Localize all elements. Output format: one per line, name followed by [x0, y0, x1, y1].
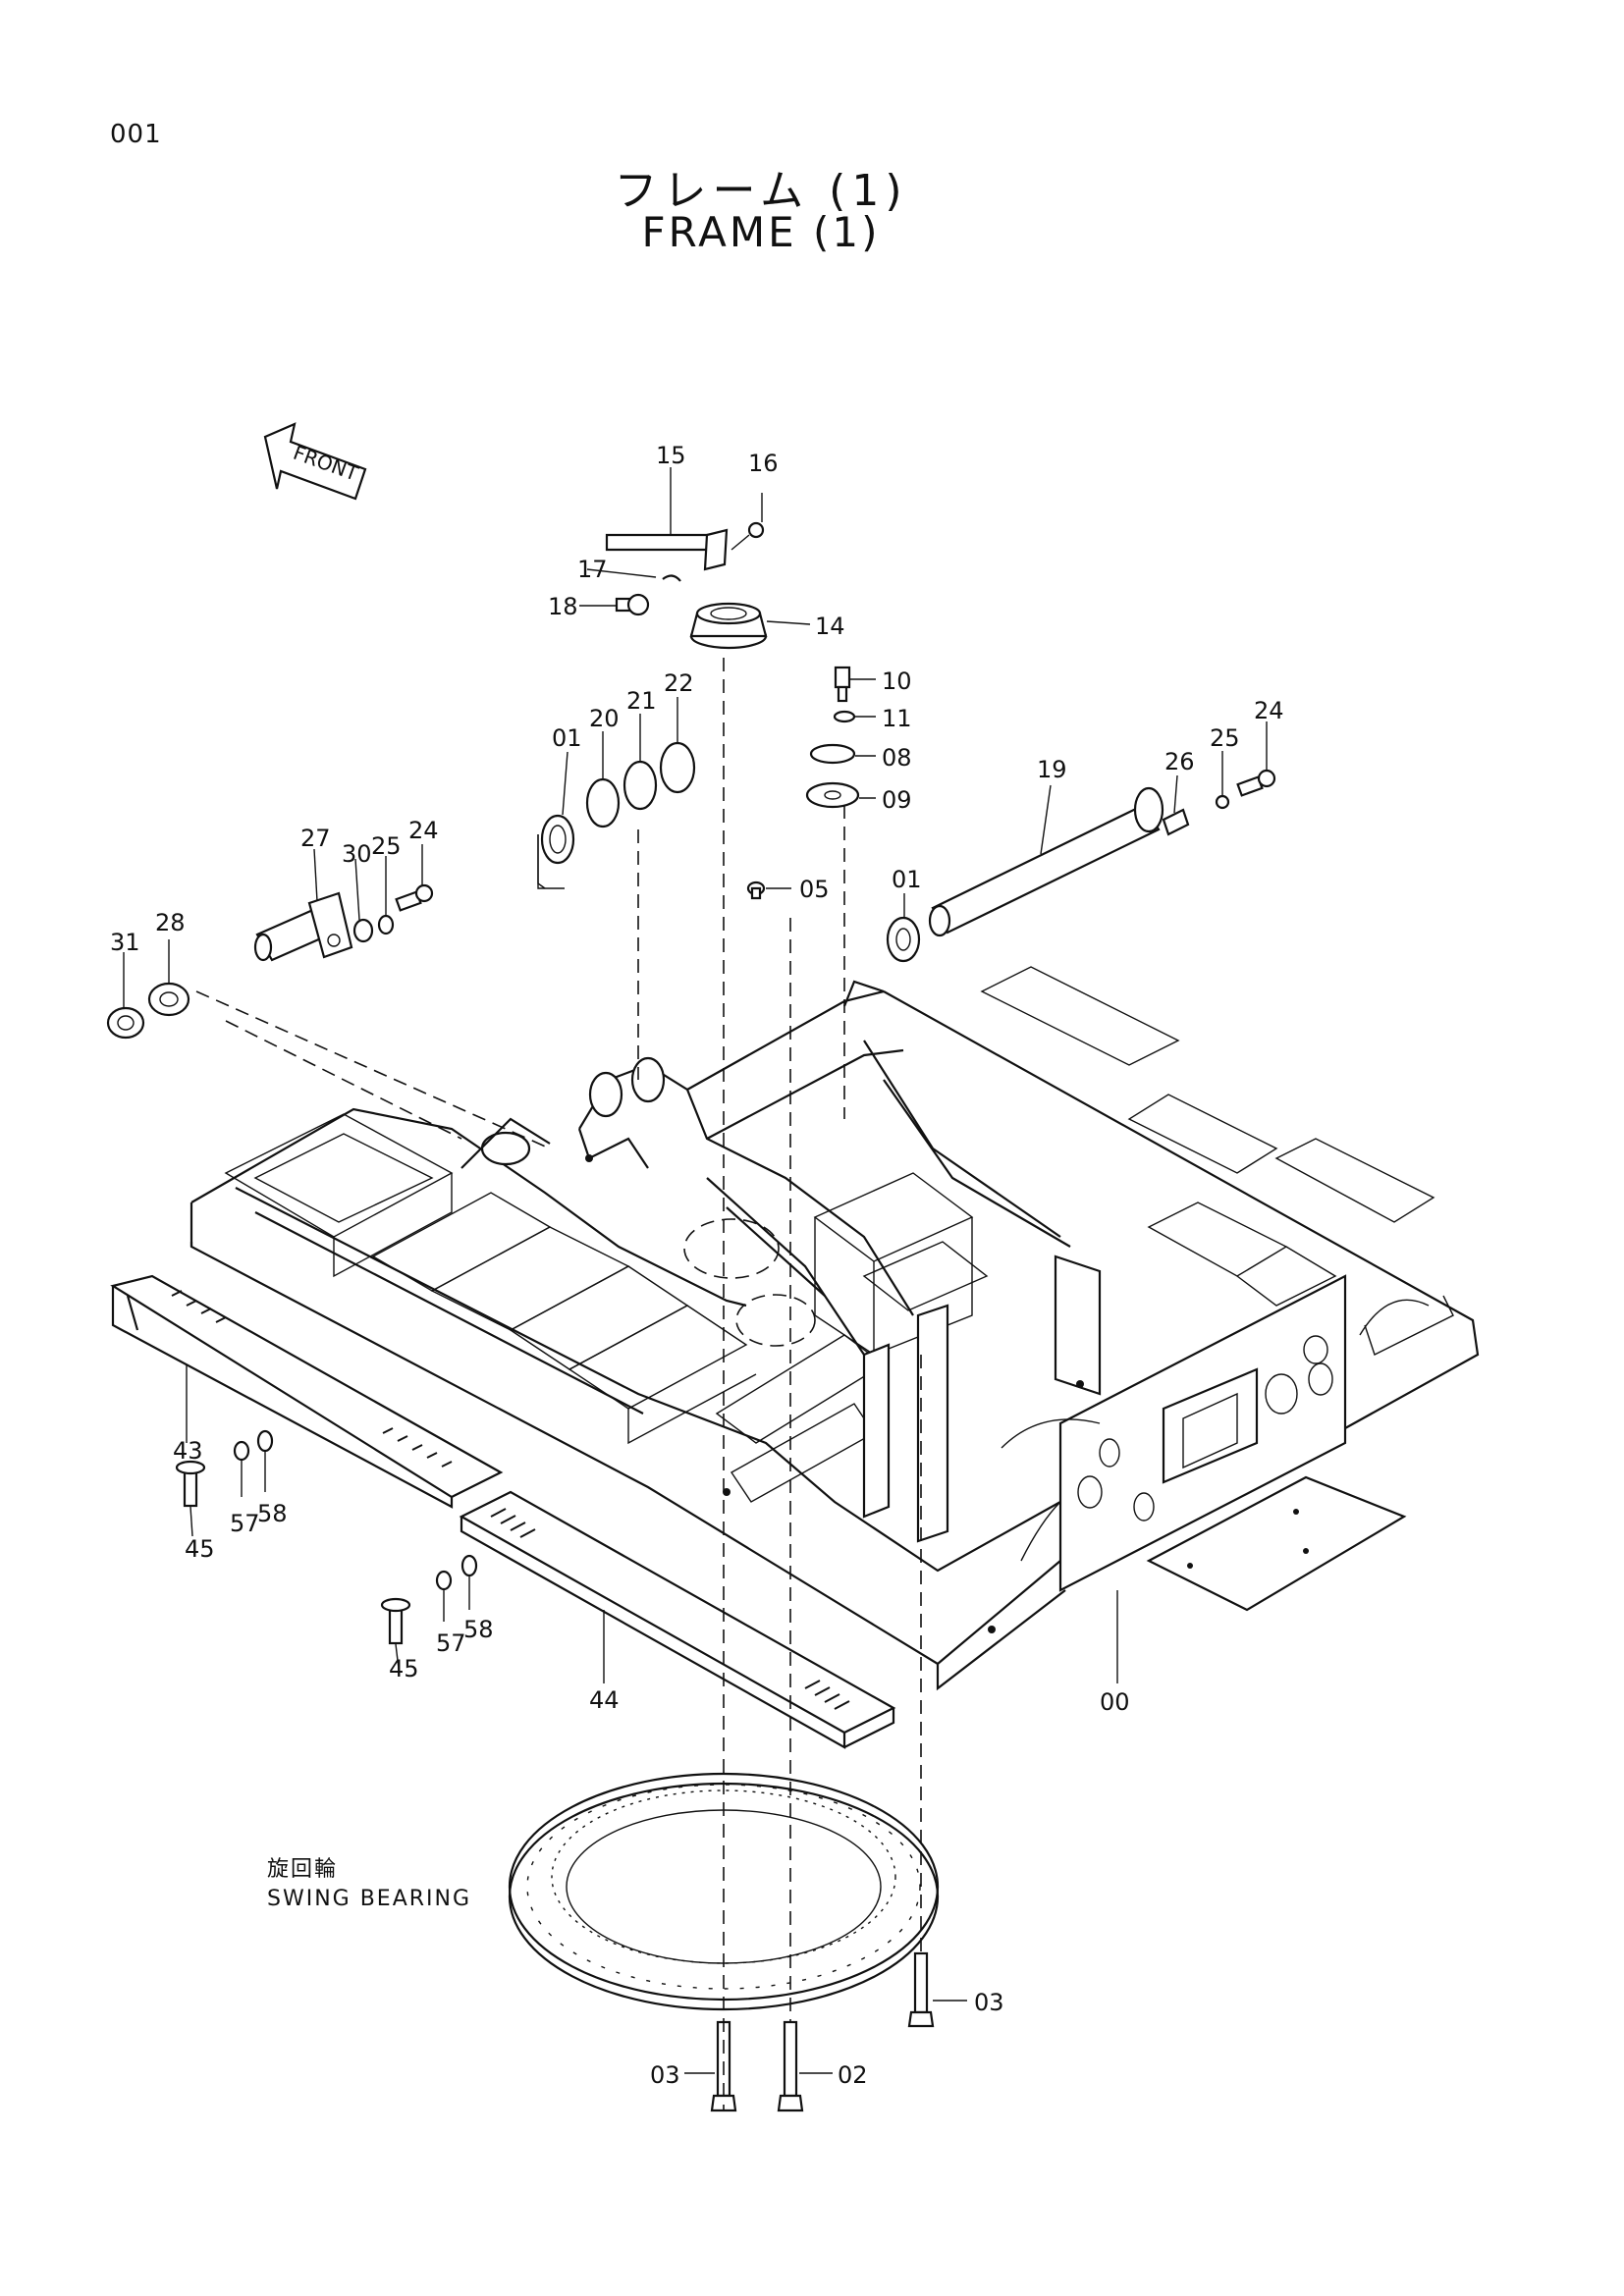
part-19-pin: [928, 786, 1164, 937]
page-title-english: FRAME (1): [641, 208, 881, 256]
label-17: 17: [577, 556, 608, 583]
label-30: 30: [342, 840, 372, 868]
label-57-b: 57: [436, 1629, 466, 1657]
part-01-bushing-left: [537, 814, 575, 889]
part-20-shim: [585, 777, 621, 828]
part-58-washer-a: [256, 1429, 274, 1453]
label-14: 14: [815, 613, 845, 640]
swing-bearing-caption-english: SWING BEARING: [267, 1887, 472, 1911]
part-45-bolt-b: [380, 1597, 411, 1645]
label-03-right: 03: [974, 1989, 1004, 2016]
label-24-left: 24: [408, 817, 439, 844]
bolt-02: [777, 2020, 804, 2112]
label-25-left: 25: [371, 832, 402, 860]
label-16: 16: [748, 450, 779, 477]
part-16-washer: [747, 521, 765, 539]
part-18-bolt: [615, 593, 650, 616]
label-10: 10: [882, 667, 912, 695]
label-01-left: 01: [552, 724, 582, 752]
label-01-right: 01: [892, 866, 922, 893]
part-22-shim: [659, 741, 696, 794]
label-43: 43: [173, 1437, 203, 1465]
page-title-japanese: フレーム (1): [614, 166, 908, 216]
label-00: 00: [1100, 1688, 1130, 1716]
label-31: 31: [110, 929, 140, 956]
label-15: 15: [656, 442, 686, 469]
part-27-pin: [253, 891, 353, 962]
part-44-step-plate: [459, 1490, 896, 1749]
label-58-a: 58: [257, 1500, 288, 1527]
label-24-right: 24: [1254, 697, 1284, 724]
part-17-clip: [662, 574, 681, 582]
part-14-center-joint: [689, 602, 768, 650]
front-arrow-icon: FRONT: [263, 422, 367, 501]
part-09-gasket: [805, 781, 860, 809]
part-24-bolt-right: [1236, 769, 1276, 797]
label-03-left: 03: [650, 2061, 680, 2089]
part-25-washer-right: [1215, 794, 1230, 810]
label-45-b: 45: [389, 1655, 419, 1682]
part-11-washer: [833, 710, 856, 723]
label-57-a: 57: [230, 1510, 260, 1537]
label-02: 02: [838, 2061, 868, 2089]
label-44: 44: [589, 1686, 620, 1714]
part-24-bolt-left: [395, 883, 434, 912]
part-58-washer-b: [460, 1554, 478, 1577]
part-26-plate: [1162, 808, 1190, 836]
part-08-cover: [809, 743, 856, 765]
part-25-washer-left: [377, 914, 395, 935]
label-11: 11: [882, 705, 912, 732]
part-43-side-plate: [110, 1274, 504, 1509]
part-28-washer: [147, 982, 190, 1017]
part-31-washer: [106, 1006, 145, 1040]
part-30-washer: [352, 918, 374, 943]
page-number: 001: [110, 120, 162, 149]
label-20: 20: [589, 705, 620, 732]
label-08: 08: [882, 744, 912, 772]
label-19: 19: [1037, 756, 1067, 783]
part-01-bushing-right: [886, 916, 921, 963]
label-21: 21: [626, 687, 657, 715]
main-frame-drawing: [189, 966, 1480, 1691]
label-28: 28: [155, 909, 186, 936]
part-labels: 15 16 17 18 14 10 11 08 09 01 20 21 22 1…: [110, 442, 1284, 2089]
part-10-bolt: [834, 666, 851, 703]
label-18: 18: [548, 593, 578, 620]
part-21-shim: [623, 760, 658, 811]
leader-lines: [123, 467, 1268, 2074]
part-57-washer-b: [435, 1570, 453, 1591]
part-15-bracket: [605, 528, 729, 571]
part-05-plug: [746, 881, 766, 900]
part-57-washer-a: [233, 1440, 250, 1462]
label-09: 09: [882, 786, 912, 814]
label-22: 22: [664, 669, 694, 697]
swing-bearing-caption-japanese: 旋回輪: [267, 1857, 339, 1882]
label-05: 05: [799, 876, 830, 903]
label-25-right: 25: [1210, 724, 1240, 752]
bolt-03-left: [710, 2020, 737, 2112]
bolt-03-right: [907, 1951, 935, 2028]
label-58-b: 58: [463, 1616, 494, 1643]
label-26: 26: [1164, 748, 1195, 775]
label-45-a: 45: [185, 1535, 215, 1563]
label-27: 27: [300, 825, 331, 852]
part-45-bolt-a: [175, 1460, 206, 1508]
